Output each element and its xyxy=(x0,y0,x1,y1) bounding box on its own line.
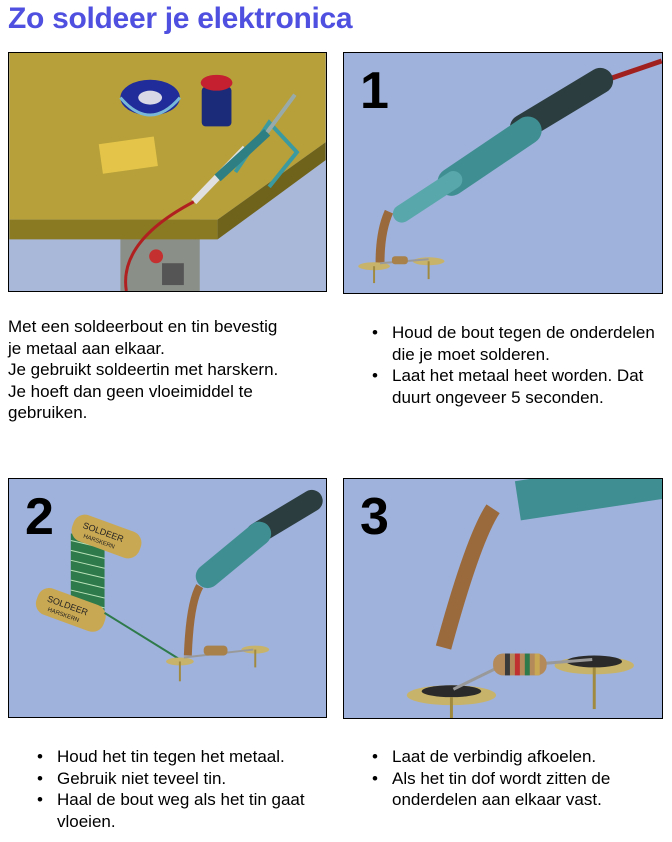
workbench-illustration xyxy=(8,52,327,292)
intro-line: Je gebruikt soldeertin met harskern. xyxy=(8,360,279,379)
intro-text: Met een soldeerbout en tin bevestig je m… xyxy=(8,316,328,424)
intro-line: Met een soldeerbout en tin bevestig xyxy=(8,317,278,336)
step-1-bullet: Houd de bout tegen de onderdelen die je … xyxy=(372,322,657,365)
step-3-illustration: 3 xyxy=(343,478,663,719)
step-3-bullet: Als het tin dof wordt zitten de onderdel… xyxy=(372,768,662,811)
step-2-illustration: SOLDEER HARSKERN SOLDEER HARSKERN 2 xyxy=(8,478,327,718)
workbench-scene-icon xyxy=(9,53,326,291)
step-2-bullet: Gebruik niet teveel tin. xyxy=(37,768,327,790)
step-2-instructions: Houd het tin tegen het metaal. Gebruik n… xyxy=(37,746,327,832)
step-1-instructions: Houd de bout tegen de onderdelen die je … xyxy=(372,322,657,408)
soldering-iron-icon xyxy=(344,53,662,293)
step-2-bullet: Houd het tin tegen het metaal. xyxy=(37,746,327,768)
step-1-bullet: Laat het metaal heet worden. Dat duurt o… xyxy=(372,365,657,408)
step-2-bullet: Haal de bout weg als het tin gaat vloeie… xyxy=(37,789,327,832)
intro-line: gebruiken. xyxy=(8,403,88,422)
intro-line: Je hoeft dan geen vloeimiddel te xyxy=(8,381,253,401)
page-title: Zo soldeer je elektronica xyxy=(8,2,353,35)
step-3-number: 3 xyxy=(360,488,389,546)
intro-line: je metaal aan elkaar. xyxy=(8,338,165,358)
step-3-instructions: Laat de verbindig afkoelen. Als het tin … xyxy=(372,746,662,811)
step-1-number: 1 xyxy=(360,62,389,120)
step-3-bullet: Laat de verbindig afkoelen. xyxy=(372,746,662,768)
step-1-illustration: 1 xyxy=(343,52,663,294)
solder-spool-icon: SOLDEER HARSKERN SOLDEER HARSKERN xyxy=(9,479,326,717)
resistor-icon xyxy=(344,479,662,718)
step-2-number: 2 xyxy=(25,488,54,546)
